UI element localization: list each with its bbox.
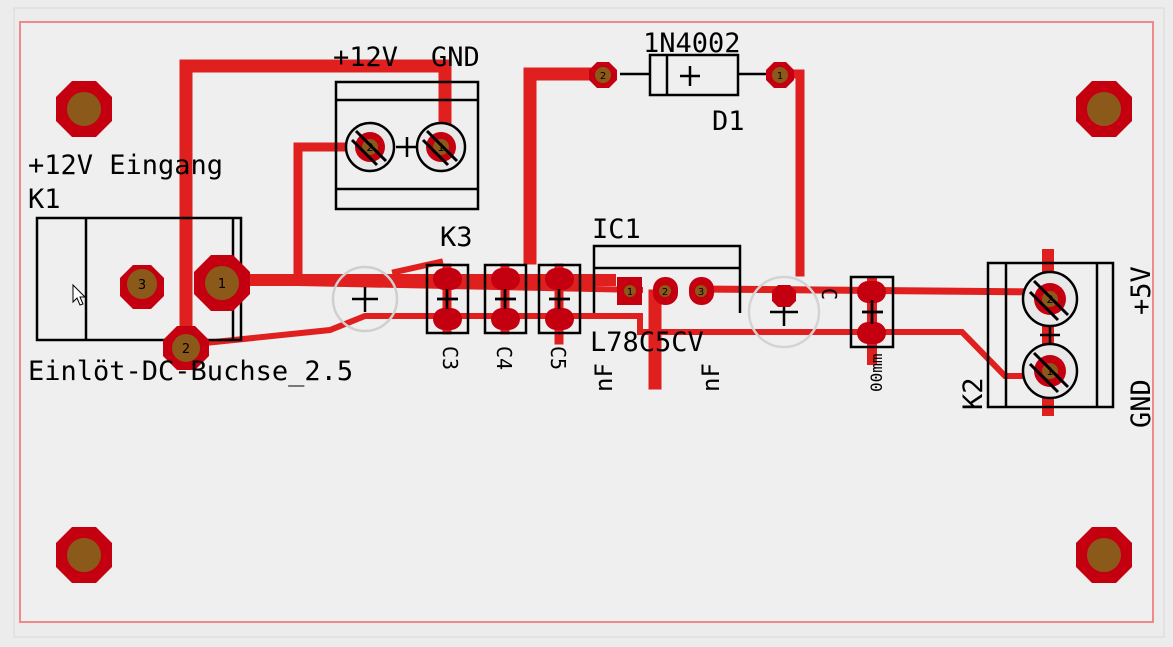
board-outline bbox=[19, 21, 1154, 623]
k2-name-label: K2 bbox=[958, 377, 989, 410]
k2-pad-2[interactable]: 2 bbox=[1021, 270, 1079, 328]
mounting-holes bbox=[56, 81, 1132, 583]
nf-right-label: nF bbox=[697, 363, 725, 392]
octagon-mounting-hole-icon bbox=[56, 527, 112, 583]
pad-number: 2 bbox=[662, 287, 668, 298]
c5-pad-1[interactable] bbox=[545, 268, 574, 290]
k2-pad-1[interactable]: 1 bbox=[1021, 342, 1079, 400]
pad-number: 2 bbox=[182, 342, 190, 357]
pad-number: 1 bbox=[218, 277, 226, 292]
d1-name-label: D1 bbox=[712, 106, 745, 137]
k1-pad-1[interactable]: 1 bbox=[194, 255, 250, 311]
k2-plus5v-label: +5V bbox=[1126, 266, 1157, 315]
c3-pad-1[interactable] bbox=[433, 268, 462, 290]
d1-pad-2[interactable]: 2 bbox=[589, 62, 617, 88]
c3-outline bbox=[425, 263, 470, 335]
mouse-pointer-icon bbox=[72, 283, 87, 306]
trace-short bbox=[391, 258, 444, 276]
k2-gnd-label: GND bbox=[1126, 379, 1157, 428]
pad-number: 1 bbox=[1047, 365, 1054, 378]
trace-12v-thin bbox=[296, 279, 644, 294]
c4-name-label: C4 bbox=[492, 346, 516, 370]
pad-number: 3 bbox=[138, 278, 146, 293]
d1-pad-1[interactable]: 1 bbox=[766, 62, 794, 88]
dot-text-label: 00mm bbox=[867, 353, 886, 392]
pad-number: 3 bbox=[698, 287, 704, 298]
k1-pad-2[interactable]: 2 bbox=[163, 326, 209, 370]
c-right-label: C bbox=[817, 288, 841, 300]
pad-number: 2 bbox=[600, 71, 606, 82]
d1-value-label: 1N4002 bbox=[643, 28, 741, 59]
c5-outline bbox=[537, 263, 582, 335]
c5-name-label: C5 bbox=[546, 346, 570, 370]
ic1-pad-3[interactable]: 3 bbox=[689, 277, 714, 305]
pad-number: 2 bbox=[367, 141, 374, 154]
c3-pad-2[interactable] bbox=[433, 308, 462, 330]
k3-outline bbox=[334, 80, 480, 211]
c4-pad-2[interactable] bbox=[491, 308, 520, 330]
pad-number: 1 bbox=[438, 141, 445, 154]
trace-gnd-to-k3 bbox=[179, 59, 452, 352]
ic1-value-label: L78C5CV bbox=[590, 327, 704, 358]
k1-description-label: +12V Eingang bbox=[28, 150, 223, 181]
ic1-outline bbox=[592, 244, 742, 313]
octagon-mounting-hole-icon bbox=[56, 81, 112, 137]
nf-left-label: nF bbox=[590, 363, 618, 392]
elko-right-outline bbox=[747, 275, 821, 349]
k3-pad-2[interactable]: 2 bbox=[344, 121, 396, 173]
trace-to-d1-anode bbox=[523, 67, 609, 265]
c-right-outline bbox=[849, 275, 895, 349]
pad-number: 1 bbox=[777, 71, 783, 82]
c4-outline bbox=[483, 263, 528, 335]
cap-pad-crosses bbox=[437, 289, 570, 309]
elko-left-outline bbox=[331, 265, 399, 333]
k3-name-label: K3 bbox=[440, 222, 473, 253]
pad-number: 1 bbox=[627, 287, 633, 298]
octagon-mounting-hole-icon bbox=[1076, 527, 1132, 583]
silkscreen-text: +12V GND 1N4002 D1 +12V Eingang K1 K3 IC… bbox=[28, 28, 1157, 428]
k2-outline bbox=[986, 261, 1115, 409]
trace-gnd-return bbox=[182, 313, 1051, 379]
c-right-cross bbox=[862, 300, 883, 324]
elko-right-pad-1[interactable] bbox=[772, 285, 796, 307]
k3-plus12v-label: +12V bbox=[333, 42, 398, 73]
k3-gnd-label: GND bbox=[431, 42, 480, 73]
k1-name-label: K1 bbox=[28, 184, 61, 215]
ic1-pad-2[interactable]: 2 bbox=[653, 277, 678, 305]
c5-pad-2[interactable] bbox=[545, 308, 574, 330]
c-right-pad-1[interactable] bbox=[857, 281, 886, 303]
k3-pad-1[interactable]: 1 bbox=[415, 121, 467, 173]
octagon-mounting-hole-icon bbox=[1076, 81, 1132, 137]
c-right-pad-2[interactable] bbox=[857, 322, 886, 344]
ic1-pad-1[interactable]: 1 bbox=[617, 277, 642, 305]
ic1-name-label: IC1 bbox=[592, 214, 641, 245]
pad-number: 2 bbox=[1047, 293, 1054, 306]
k1-package-label: Einlöt-DC-Buchse_2.5 bbox=[28, 356, 353, 387]
cap-pads bbox=[433, 268, 574, 330]
c4-pad-1[interactable] bbox=[491, 268, 520, 290]
c3-name-label: C3 bbox=[438, 346, 462, 370]
k1-pad-3[interactable]: 3 bbox=[120, 265, 164, 309]
board-frame bbox=[13, 7, 1165, 638]
